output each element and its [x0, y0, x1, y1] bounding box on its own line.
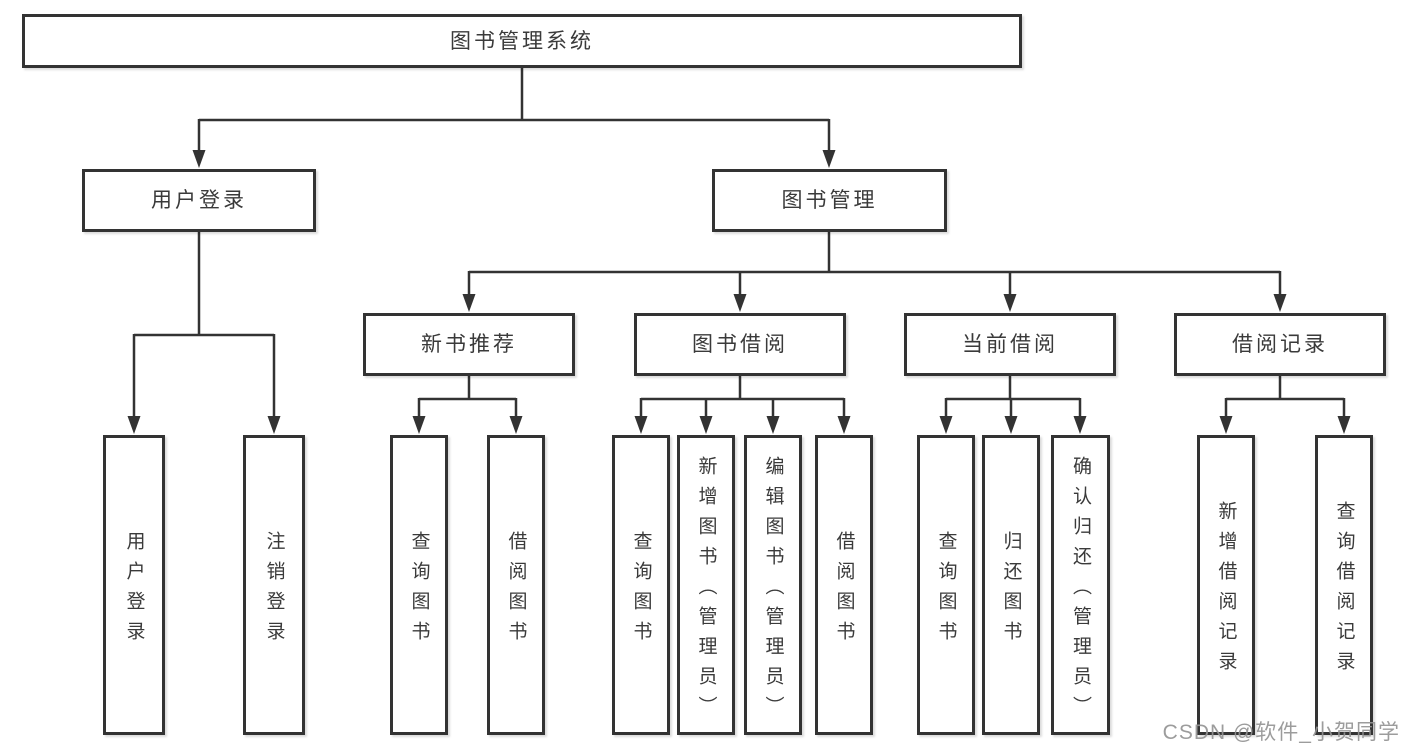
node-book-borrowing-label: 图书借阅	[692, 333, 788, 356]
leaf-query-books-borrowing-label: 查询图书	[630, 530, 652, 651]
leaf-query-books-current-label: 查询图书	[935, 530, 957, 651]
leaf-query-books-borrowing: 查询图书	[612, 435, 670, 735]
leaf-confirm-return-admin: 确认归还（管理员）	[1051, 435, 1110, 735]
node-library-system-label: 图书管理系统	[450, 29, 594, 53]
node-current-borrowing: 当前借阅	[904, 313, 1116, 376]
node-borrow-records-label: 借阅记录	[1232, 333, 1328, 356]
leaf-query-books-current: 查询图书	[917, 435, 975, 735]
csdn-watermark: CSDN @软件_小贺同学	[1162, 721, 1400, 744]
node-library-system: 图书管理系统	[22, 14, 1022, 68]
node-book-management-label: 图书管理	[781, 189, 878, 212]
leaf-add-book-admin: 新增图书（管理员）	[677, 435, 735, 735]
node-current-borrowing-label: 当前借阅	[962, 333, 1058, 356]
leaf-logout: 注销登录	[243, 435, 305, 735]
leaf-confirm-return-admin-label: 确认归还（管理员）	[1070, 455, 1091, 726]
leaf-edit-book-admin-label: 编辑图书（管理员）	[762, 455, 784, 726]
leaf-add-borrow-record-label: 新增借阅记录	[1215, 500, 1237, 681]
leaf-return-books: 归还图书	[982, 435, 1040, 735]
node-user-login-label: 用户登录	[151, 189, 247, 212]
leaf-query-borrow-record-label: 查询借阅记录	[1333, 500, 1355, 681]
node-new-book-recommend-label: 新书推荐	[421, 333, 517, 356]
node-borrow-records: 借阅记录	[1174, 313, 1386, 376]
leaf-query-books-recommend: 查询图书	[390, 435, 448, 735]
node-book-borrowing: 图书借阅	[634, 313, 846, 376]
leaf-borrow-books-recommend-label: 借阅图书	[505, 530, 527, 651]
tree-edges	[132, 68, 1346, 419]
leaf-add-book-admin-label: 新增图书（管理员）	[695, 455, 717, 726]
leaf-query-books-recommend-label: 查询图书	[408, 530, 430, 651]
leaf-add-borrow-record: 新增借阅记录	[1197, 435, 1255, 735]
leaf-logout-label: 注销登录	[263, 530, 285, 651]
node-new-book-recommend: 新书推荐	[363, 313, 575, 376]
leaf-query-borrow-record: 查询借阅记录	[1315, 435, 1373, 735]
leaf-user-login-label: 用户登录	[123, 530, 145, 651]
leaf-borrow-books-borrowing: 借阅图书	[815, 435, 873, 735]
leaf-edit-book-admin: 编辑图书（管理员）	[744, 435, 802, 735]
leaf-borrow-books-recommend: 借阅图书	[487, 435, 545, 735]
arrowheads	[127, 150, 1351, 434]
leaf-user-login: 用户登录	[103, 435, 165, 735]
leaf-borrow-books-borrowing-label: 借阅图书	[833, 530, 855, 651]
leaf-return-books-label: 归还图书	[1000, 530, 1022, 651]
node-user-login: 用户登录	[82, 169, 316, 232]
node-book-management: 图书管理	[712, 169, 947, 232]
